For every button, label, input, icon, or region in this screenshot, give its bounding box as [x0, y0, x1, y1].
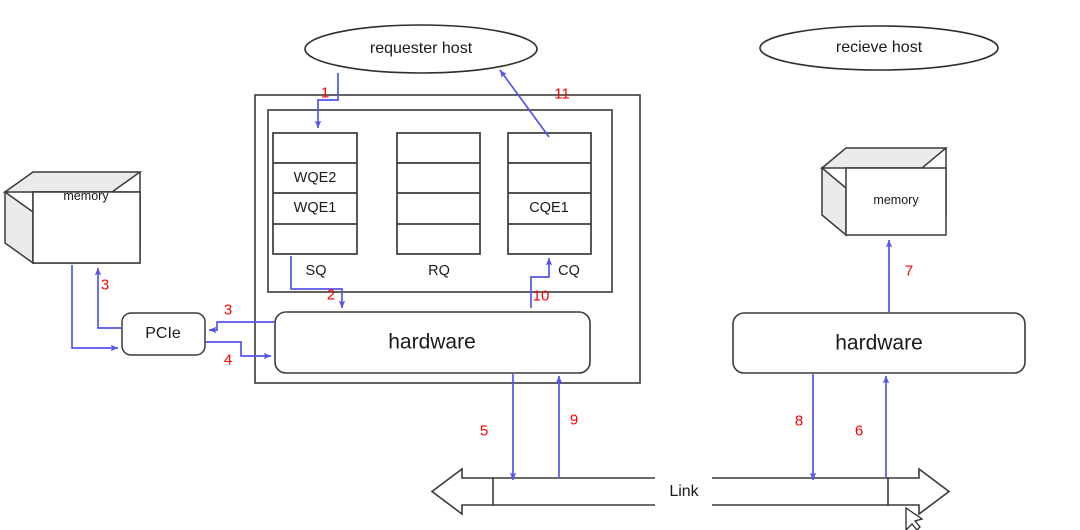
hardware-left-label: hardware	[388, 330, 476, 354]
mouse-cursor-icon	[905, 506, 924, 530]
requester-host-ellipse	[304, 24, 538, 74]
memory-left-label: memory	[63, 188, 109, 203]
qp-inner-frame	[267, 109, 613, 293]
rq-label: RQ	[428, 262, 450, 279]
requester-card-outer-frame	[254, 94, 641, 384]
link-double-arrow	[430, 467, 951, 516]
hardware-right-box	[732, 312, 1026, 374]
step-number-11: 11	[554, 85, 570, 103]
sq-cell-wqe1: WQE1	[293, 199, 337, 216]
step-number-10: 10	[532, 287, 550, 305]
arrow-10	[530, 257, 553, 308]
arrow-2	[290, 256, 346, 309]
receive-host-label: recieve host	[835, 39, 923, 56]
receive-host-ellipse	[759, 25, 999, 71]
arrow-3-pcie-to-memory	[94, 267, 122, 329]
step-number-1: 1	[320, 84, 330, 102]
step-number-4: 4	[223, 351, 233, 369]
memory-right-label: memory	[873, 192, 919, 207]
memory-left-box	[2, 171, 143, 265]
sq-label: SQ	[305, 262, 327, 279]
hardware-right-label: hardware	[835, 331, 923, 355]
queue-sq	[272, 132, 358, 255]
pcie-box	[121, 312, 206, 356]
arrow-4	[205, 341, 272, 360]
arrow-3-memory-to-pcie	[71, 265, 119, 352]
link-label: Link	[665, 484, 703, 500]
step-number-8: 8	[794, 412, 804, 430]
sq-cell-wqe2: WQE2	[293, 169, 337, 186]
step-number-3a: 3	[100, 276, 110, 294]
requester-host-label: requester host	[369, 40, 473, 57]
step-number-9: 9	[569, 411, 579, 429]
arrow-1	[314, 73, 339, 129]
step-number-7: 7	[904, 262, 914, 280]
arrow-3-hw-to-pcie	[208, 321, 275, 334]
queue-rq	[396, 132, 481, 255]
step-number-3b: 3	[223, 301, 233, 319]
step-number-5: 5	[479, 422, 489, 440]
step-number-2: 2	[326, 286, 336, 304]
arrow-11	[499, 69, 550, 138]
cq-label: CQ	[558, 262, 580, 279]
memory-right-box	[819, 147, 949, 237]
queue-cq	[507, 132, 592, 255]
step-number-6: 6	[854, 422, 864, 440]
pcie-label: PCIe	[145, 325, 181, 342]
hardware-left-box	[274, 311, 591, 374]
cq-cell-cqe1: CQE1	[529, 199, 569, 216]
